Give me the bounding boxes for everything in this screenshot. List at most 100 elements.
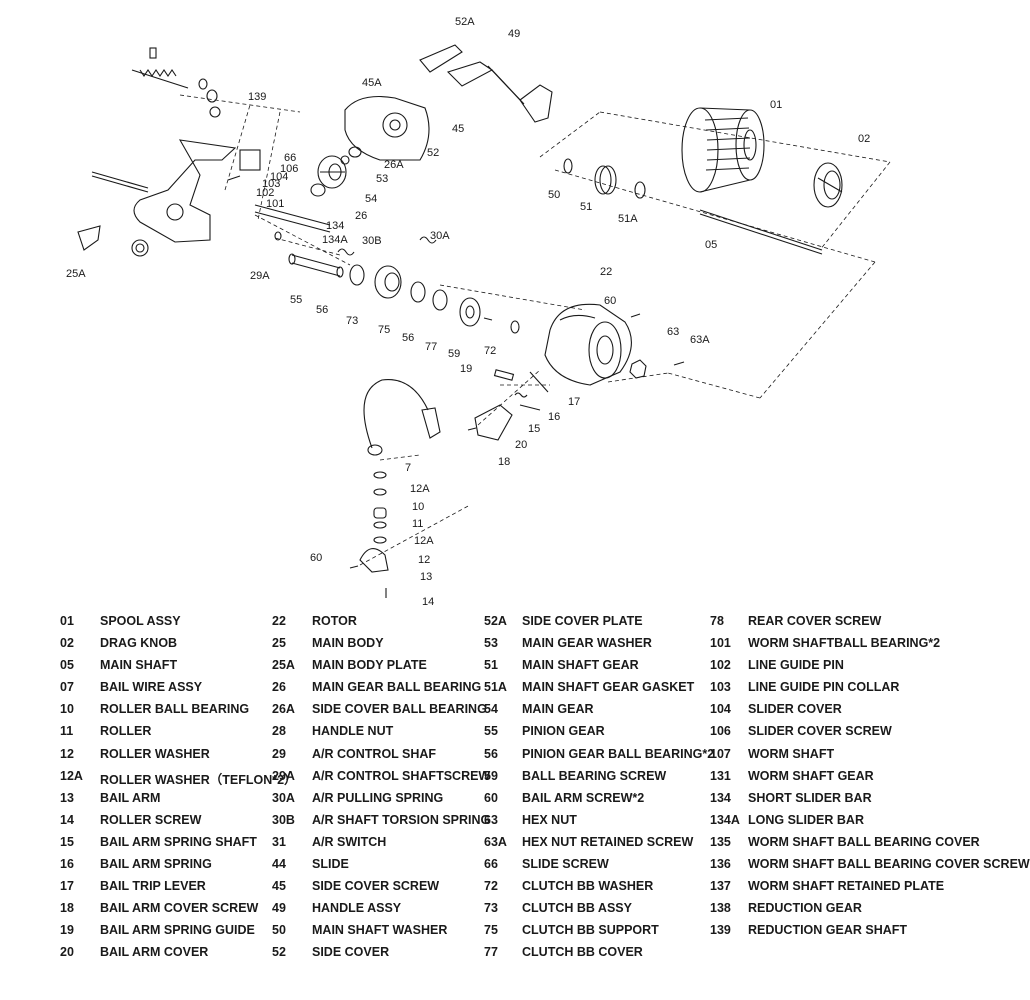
callout-30A: 30A bbox=[430, 230, 450, 242]
part-number: 63 bbox=[484, 812, 498, 827]
part-name: BAIL ARM bbox=[100, 790, 161, 805]
bail-arm-cover-parts bbox=[467, 369, 549, 441]
callout-51: 51 bbox=[580, 201, 592, 213]
worm-shaft-part bbox=[131, 47, 221, 118]
callout-139: 139 bbox=[248, 91, 266, 103]
part-name: BAIL ARM SCREW*2 bbox=[522, 790, 645, 805]
callout-30B: 30B bbox=[362, 235, 382, 247]
part-name: WORM SHAFT RETAINED PLATE bbox=[748, 879, 945, 894]
part-name: BAIL ARM COVER SCREW bbox=[100, 901, 259, 916]
part-number: 54 bbox=[484, 702, 498, 717]
callout-59: 59 bbox=[448, 348, 460, 360]
part-number: 134A bbox=[710, 812, 740, 827]
part-number: 51 bbox=[484, 658, 498, 673]
part-number: 106 bbox=[710, 724, 731, 739]
part-number: 104 bbox=[710, 702, 731, 717]
part-number: 18 bbox=[60, 901, 74, 916]
callout-12: 12 bbox=[418, 554, 430, 566]
part-number: 10 bbox=[60, 702, 74, 717]
callout-75: 75 bbox=[378, 324, 390, 336]
part-name: ROLLER WASHER bbox=[100, 746, 210, 761]
callout-01: 01 bbox=[770, 99, 782, 111]
part-name: PINION GEAR bbox=[522, 724, 605, 739]
part-name: ROLLER bbox=[100, 724, 152, 739]
part-number: 107 bbox=[710, 746, 731, 761]
callout-18: 18 bbox=[498, 456, 510, 468]
part-name: MAIN SHAFT GEAR GASKET bbox=[522, 680, 695, 695]
part-number: 31 bbox=[272, 834, 286, 849]
part-name: LINE GUIDE PIN bbox=[748, 658, 844, 673]
part-name: BAIL ARM COVER bbox=[100, 945, 209, 960]
part-number: 26 bbox=[272, 680, 286, 695]
part-number: 25 bbox=[272, 636, 286, 651]
part-name: SIDE COVER BALL BEARING bbox=[312, 702, 487, 717]
callout-101: 101 bbox=[266, 198, 284, 210]
hex-nut-part bbox=[629, 313, 685, 379]
part-number: 135 bbox=[710, 834, 731, 849]
callout-02: 02 bbox=[858, 133, 870, 145]
part-name: MAIN BODY PLATE bbox=[312, 658, 427, 673]
part-number: 134 bbox=[710, 790, 731, 805]
part-name: SHORT SLIDER BAR bbox=[748, 790, 872, 805]
part-number: 52A bbox=[484, 614, 507, 628]
exploded-parts-diagram-page: 52A 49 45A 139 45 52 26A 53 54 26 66 106… bbox=[60, 16, 1030, 960]
spool-assy-part bbox=[681, 107, 765, 193]
part-name: PINION GEAR BALL BEARING*2 bbox=[522, 746, 715, 761]
side-cover-part bbox=[344, 95, 430, 161]
callout-14: 14 bbox=[422, 596, 434, 608]
part-number: 29A bbox=[272, 768, 295, 783]
main-shaft-part bbox=[699, 209, 823, 255]
part-number: 131 bbox=[710, 768, 731, 783]
part-name: A/R SWITCH bbox=[312, 834, 387, 849]
part-number: 56 bbox=[484, 746, 498, 761]
part-number: 29 bbox=[272, 746, 286, 761]
part-number: 44 bbox=[272, 857, 286, 872]
callout-104: 104 bbox=[270, 171, 288, 183]
part-number: 20 bbox=[60, 945, 74, 960]
part-name: BAIL ARM SPRING SHAFT bbox=[100, 834, 257, 849]
side-cover-plate-part bbox=[419, 44, 463, 73]
part-number: 52 bbox=[272, 945, 286, 960]
callout-103: 103 bbox=[262, 178, 280, 190]
callout-17: 17 bbox=[568, 396, 580, 408]
part-name: REDUCTION GEAR SHAFT bbox=[748, 923, 908, 938]
callout-77: 77 bbox=[425, 341, 437, 353]
part-name: BAIL ARM SPRING GUIDE bbox=[100, 923, 255, 938]
callout-13: 13 bbox=[420, 571, 432, 583]
callout-11: 11 bbox=[412, 518, 423, 530]
part-name: CLUTCH BB SUPPORT bbox=[522, 923, 659, 938]
part-name: SLIDE bbox=[312, 857, 349, 872]
part-number: 78 bbox=[710, 614, 724, 628]
callout-labels: 52A 49 45A 139 45 52 26A 53 54 26 66 106… bbox=[66, 16, 870, 608]
part-name: ROLLER BALL BEARING bbox=[100, 702, 250, 717]
part-number: 72 bbox=[484, 879, 498, 894]
rotor-part bbox=[544, 303, 632, 386]
part-number: 30B bbox=[272, 812, 295, 827]
part-name: HANDLE ASSY bbox=[312, 901, 402, 916]
part-name: MAIN GEAR bbox=[522, 702, 594, 717]
part-number: 02 bbox=[60, 636, 74, 651]
callout-56-left: 56 bbox=[316, 304, 328, 316]
part-name: CLUTCH BB ASSY bbox=[522, 901, 632, 916]
bail-arm-stack-parts bbox=[349, 471, 389, 598]
callout-56-right: 56 bbox=[402, 332, 414, 344]
callout-60-upper: 60 bbox=[604, 295, 616, 307]
part-name: HEX NUT bbox=[522, 812, 577, 827]
callout-19: 19 bbox=[460, 363, 472, 375]
part-number: 17 bbox=[60, 879, 74, 894]
part-name: BAIL ARM SPRING bbox=[100, 857, 212, 872]
part-number: 75 bbox=[484, 923, 498, 938]
part-name: SIDE COVER SCREW bbox=[312, 879, 440, 894]
part-name: ROTOR bbox=[312, 614, 357, 628]
part-name: SLIDE SCREW bbox=[522, 857, 609, 872]
part-number: 12 bbox=[60, 746, 74, 761]
part-number: 13 bbox=[60, 790, 74, 805]
part-name: ROLLER SCREW bbox=[100, 812, 202, 827]
part-number: 139 bbox=[710, 923, 731, 938]
part-name: LINE GUIDE PIN COLLAR bbox=[748, 680, 900, 695]
part-number: 26A bbox=[272, 702, 295, 717]
part-name: SIDE COVER PLATE bbox=[522, 614, 643, 628]
main-shaft-gear-parts bbox=[563, 158, 646, 199]
part-number: 12A bbox=[60, 768, 83, 783]
part-name: WORM SHAFTBALL BEARING*2 bbox=[748, 636, 941, 651]
